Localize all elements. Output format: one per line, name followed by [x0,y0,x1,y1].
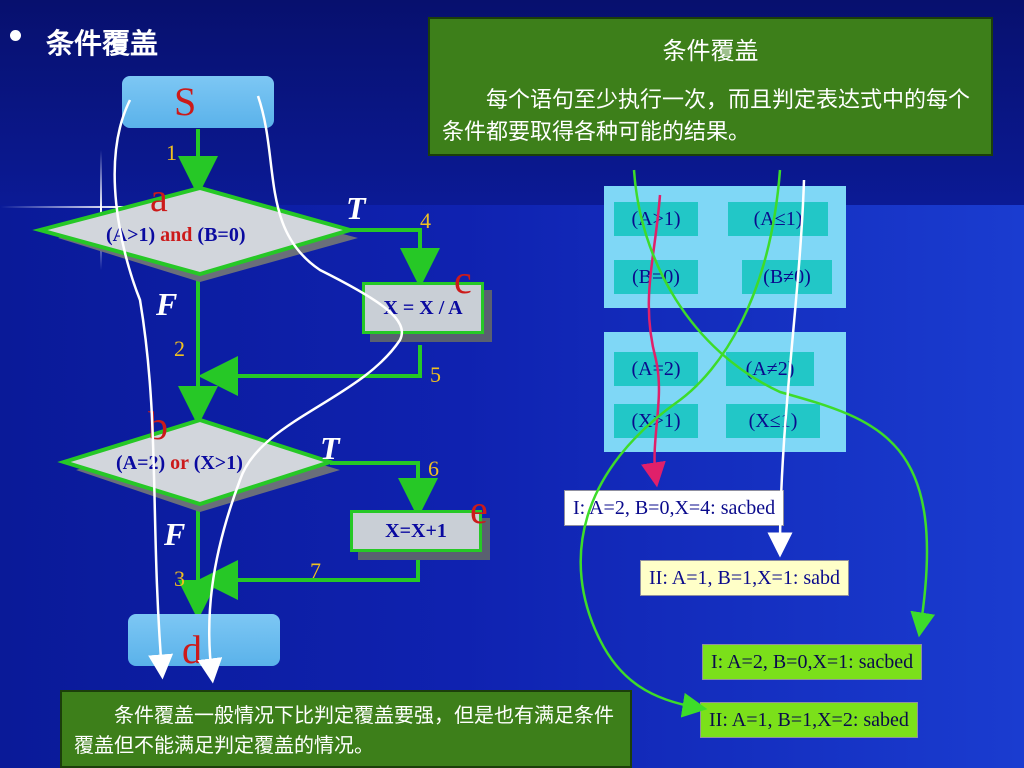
decision-a-shape [32,185,358,282]
process-e-letter: e [470,487,488,532]
path-number-2: 2 [174,336,185,361]
test-case-1: I: A=2, B=0,X=4: sacbed [564,490,785,526]
start-label: S [174,79,197,124]
trace-pink [641,194,666,488]
edge-7 [198,548,420,600]
trace-white-case2 [767,179,806,558]
start-node [122,76,274,128]
process-c-letter: c [454,257,472,302]
definition-text: 每个语句至少执行一次，而且判定表达式中的每个条件都要取得各种可能的结果。 [442,88,971,145]
edge-6 [330,461,438,518]
path-number-7: 7 [310,558,321,583]
test-case-2: II: A=1, B=1,X=1: sabd [640,560,850,596]
definition-title: 条件覆盖 [662,37,759,65]
note-box: 条件覆盖一般情况下比判定覆盖要强，但是也有满足条件覆盖但不能满足判定覆盖的情况。 [60,690,632,768]
path-number-6: 6 [428,456,439,481]
edge-5 [198,345,422,396]
true-label-b: T [320,430,340,466]
decision-a-operator: and [160,224,193,246]
sparkle-decoration-vertical [100,150,102,270]
path-number-3: 3 [174,566,185,591]
decision-a-letter: a [150,175,168,220]
trace-green-1 [632,169,936,638]
decision-a-condition: (A>1) and (B=0) [106,224,245,247]
decision-b-operator: or [170,452,189,474]
condition-a-le1: (A≤1) [728,202,828,236]
false-label-a: F [156,286,178,322]
decision-a-left: (A>1) [106,224,156,246]
bullet-dot [10,30,21,41]
process-e-box: X=X+1 [350,510,482,552]
test-case-4: II: A=1, B=1,X=2: sabed [700,702,918,738]
test-case-3: I: A=2, B=0,X=1: sacbed [702,644,923,680]
path-number-1: 1 [166,140,177,165]
path-number-5: 5 [430,362,441,387]
decision-a-right: (B=0) [197,224,246,246]
note-text: 条件覆盖一般情况下比判定覆盖要强，但是也有满足条件覆盖但不能满足判定覆盖的情况。 [74,703,614,757]
trace-path-sabd [113,99,174,680]
trace-path-sacbed [197,95,403,684]
condition-b-eq0: (B=0) [614,260,698,294]
condition-panel-decision-a: (A>1) (A≤1) (B=0) (B≠0) [604,186,846,308]
true-label-a: T [346,190,366,226]
decision-b-right: (X>1) [193,452,243,474]
process-c-box: X = X / A [362,282,484,334]
false-label-b: F [164,516,186,552]
path-number-4: 4 [420,208,431,233]
trace-green-2 [579,169,782,718]
edge-4 [350,228,440,288]
end-label: d [182,627,202,672]
slide-title: 条件覆盖 [46,27,159,60]
definition-box: 条件覆盖 每个语句至少执行一次，而且判定表达式中的每个条件都要取得各种可能的结果… [428,17,993,156]
